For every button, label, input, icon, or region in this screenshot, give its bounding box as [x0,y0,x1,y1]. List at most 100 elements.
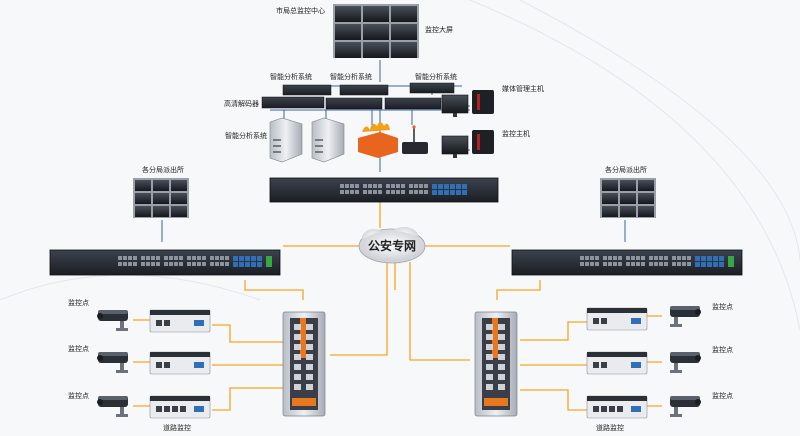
sfp-port [156,256,160,260]
rj45-port [164,320,170,326]
rj45-port [257,262,262,267]
sfp-port [641,262,645,266]
camera-icon [97,310,128,331]
sfp-port [391,190,395,194]
screen-tile [153,206,169,217]
sfp-port [350,190,354,194]
sfp-port [197,262,201,266]
sfp-port [613,256,617,260]
rj45-port [456,190,461,195]
converter-top [587,396,647,401]
rj45-port [233,256,238,261]
sfp-port [151,256,155,260]
screen-tile [171,193,187,204]
power-terminal [728,256,734,267]
rj45-port [245,262,250,267]
camera-label-right-3: 监控点 [712,391,733,400]
rj45-port [294,374,301,380]
sfp-port [202,262,206,266]
rj45-port [498,384,505,390]
rj45-port [438,184,443,189]
rj45-port [486,354,493,360]
rj45-port [593,406,599,412]
sfp-port [424,190,428,194]
fiber-port [484,398,508,406]
converter-top [150,352,210,357]
analysis-unit [282,82,455,96]
sfp-port [146,256,150,260]
rj45-port [601,406,607,412]
video-wall-label: 监控大屏 [425,25,453,34]
sfp-port [654,262,658,266]
screen-tile [335,24,361,40]
rj45-port [438,190,443,195]
branch-wall-right [600,178,656,218]
rj45-port [306,324,313,330]
fiber-port [631,362,641,368]
sfp-port [174,256,178,260]
rj45-port [695,262,700,267]
sfp-port [585,262,589,266]
camera-label-left-2: 监控点 [68,344,89,353]
camera-icon [670,352,701,373]
screen-tile [363,6,389,22]
road-label-right: 道路监控 [596,423,624,432]
sfp-port [133,262,137,266]
rj45-port [498,324,505,330]
sfp-port [414,184,418,188]
sfp-port [396,190,400,194]
rj45-port [257,256,262,261]
rj45-port [245,256,250,261]
sfp-port [664,256,668,260]
industrial-switch-right [474,311,518,417]
rj45-port [498,344,505,350]
sfp-port [672,256,676,260]
rj45-port [601,318,607,324]
sfp-port [192,262,196,266]
branch-switch-right [511,249,743,276]
screen-tile [335,42,361,58]
rj45-port [486,324,493,330]
rj45-port [444,190,449,195]
rj45-port [294,344,301,350]
sfp-port [386,190,390,194]
sfp-port [603,262,607,266]
screen-tile [620,193,636,204]
sfp-port [613,262,617,266]
branch-wall-left [133,178,189,218]
rj45-port [707,256,712,261]
analysis-label-1: 智能分析系统 [270,72,312,81]
sfp-port [187,256,191,260]
sfp-port [368,184,372,188]
sfp-port [345,184,349,188]
industrial-switch-left [282,311,326,417]
rj45-port [432,184,437,189]
sfp-port [687,256,691,260]
converter-top [150,396,210,401]
sfp-port [174,262,178,266]
rj45-port [306,384,313,390]
camera-label-left-3: 监控点 [68,391,89,400]
rj45-port [306,344,313,350]
screen-tile [135,193,151,204]
sfp-port [164,262,168,266]
sfp-port [659,256,663,260]
sfp-port [220,262,224,266]
sfp-port [414,190,418,194]
sfp-port [345,190,349,194]
rj45-port [601,362,607,368]
sfp-port [585,256,589,260]
rj45-port [294,384,301,390]
sfp-port [220,256,224,260]
rj45-port [701,262,706,267]
rj45-port [294,364,301,370]
sfp-port [608,262,612,266]
converter-top [587,352,647,357]
converter-top [150,310,210,315]
fiber-port [194,406,204,412]
sfp-port [631,256,635,260]
camera-icon [670,396,701,417]
sfp-port [672,262,676,266]
decoder-label: 高清解码器 [224,99,259,108]
